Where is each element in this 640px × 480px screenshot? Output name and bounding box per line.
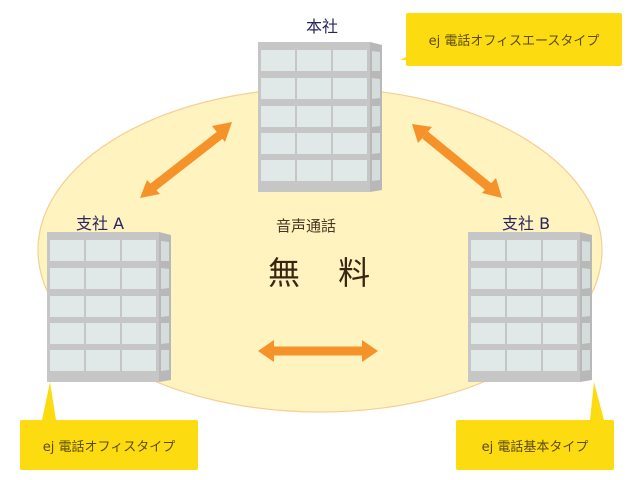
- plan-callout-branch-a-text: ej 電話オフィスタイプ: [42, 439, 176, 455]
- plan-callout-hq-text: ej 電話オフィスエースタイプ: [428, 34, 600, 49]
- node-label-branch-b: 支社 B: [502, 214, 551, 233]
- node-label-hq: 本社: [306, 17, 339, 36]
- plan-callout-branch-a: ej 電話オフィスタイプ: [20, 420, 198, 470]
- plan-callout-branch-b-text: ej 電話基本タイプ: [481, 439, 589, 455]
- callout-tail-a: [42, 382, 56, 420]
- plan-callout-branch-b: ej 電話基本タイプ: [456, 420, 614, 470]
- building-branch-b: [468, 232, 592, 382]
- voice-call-label: 音声通話: [276, 217, 337, 235]
- arrow-hq-branch-b: [412, 124, 502, 198]
- free-label: 無 料: [268, 254, 385, 292]
- arrow-branch-a-branch-b: [258, 340, 378, 362]
- plan-callout-hq: ej 電話オフィスエースタイプ: [406, 13, 622, 66]
- building-hq: [258, 42, 382, 192]
- arrow-hq-branch-a: [140, 122, 232, 198]
- node-label-branch-a: 支社 A: [76, 214, 125, 233]
- building-branch-a: [47, 232, 171, 382]
- callout-tail-b: [590, 382, 604, 420]
